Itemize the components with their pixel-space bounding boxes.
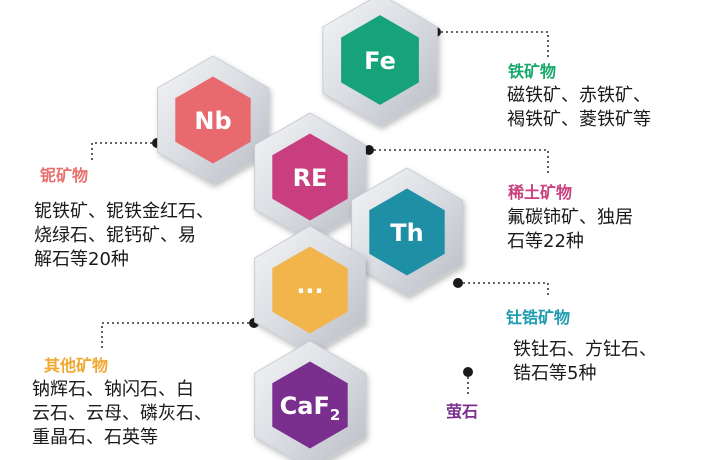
hexagon-symbol: ··· [296,277,323,305]
hexagon-fill [175,76,251,164]
hexagon-nb: Nb [157,55,269,185]
hexagon-symbol: Th [390,219,423,247]
label-other: 其他矿物 [44,356,109,375]
hexagon-fill [369,188,445,276]
label-re: 稀土矿物 [508,183,573,202]
hexagon-re: RE [254,112,366,242]
desc-line: 锆石等5种 [513,363,597,384]
hexagon-fill [341,15,419,105]
desc-line: 铁钍石、方钍石、 [513,339,657,360]
hexagon-symbol: Fe [364,47,396,75]
hexagon-symbol: Nb [194,107,231,135]
connector-fe [436,31,549,58]
desc-th: 铁钍石、方钍石、锆石等5种 [513,338,657,386]
label-th: 钍锆矿物 [506,308,571,327]
desc-re: 氟碳铈矿、独居石等22种 [507,206,633,254]
hexagon-fill [272,133,348,221]
desc-line: 烧绿石、铌钙矿、易 [34,225,196,246]
hexagon-th: Th [351,167,463,297]
connector-nb [91,142,157,160]
desc-fe: 磁铁矿、赤铁矿、褐铁矿、菱铁矿等 [507,84,651,132]
label-fe: 铁矿物 [508,62,557,81]
desc-line: 石等22种 [507,231,584,252]
connector-dot-re [364,145,374,155]
connector-dot-th [453,278,463,288]
desc-nb: 铌铁矿、铌铁金红石、烧绿石、铌钙矿、易解石等20种 [34,200,214,272]
label-caf2: 萤石 [446,402,479,421]
desc-line: 氟碳铈矿、独居 [507,207,633,228]
connector-other [101,322,254,350]
desc-line: 铌铁矿、铌铁金红石、 [34,201,214,222]
hexagon-fill [272,246,348,334]
desc-line: 磁铁矿、赤铁矿、 [507,85,651,106]
desc-line: 云石、云母、磷灰石、 [32,403,212,424]
desc-line: 钠辉石、钠闪石、白 [32,379,194,400]
label-nb: 铌矿物 [40,166,89,185]
hexagon-fill [272,361,348,449]
connector-lines [91,31,549,397]
hexagon-symbol: RE [293,164,328,192]
hexagon-other: ··· [254,225,366,355]
connector-re [369,149,549,176]
desc-line: 重晶石、石英等 [32,427,158,448]
desc-line: 解石等20种 [34,249,129,270]
hexagon-caf2: CaF2 [254,340,366,460]
connector-th [458,282,549,296]
desc-line: 褐铁矿、菱铁矿等 [507,109,651,130]
desc-other: 钠辉石、钠闪石、白云石、云母、磷灰石、重晶石、石英等 [32,378,212,450]
hexagon-symbol: CaF2 [280,392,341,424]
hexagon-fe: Fe [322,0,438,127]
connector-dot-caf2 [463,367,473,377]
